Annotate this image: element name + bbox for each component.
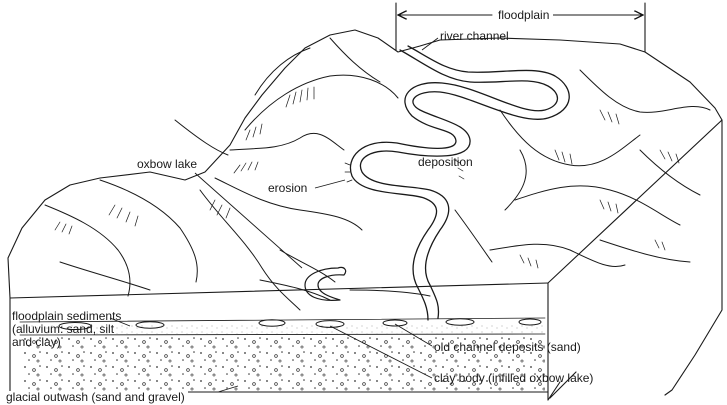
glacial-outwash-label: glacial outwash (sand and gravel) — [6, 391, 188, 404]
erosion-label: erosion — [268, 182, 307, 195]
bluff-line — [230, 133, 344, 150]
bluff-line — [600, 240, 690, 262]
bluff-line — [45, 205, 130, 296]
bluff-line — [500, 110, 640, 166]
bluff-line — [505, 150, 526, 210]
river-channel-label: river channel — [440, 30, 509, 43]
floodplain-sediments-label: floodplain sediments (alluvium: sand, si… — [12, 310, 132, 349]
clay-body-label: clay body (infilled oxbow lake) — [434, 372, 593, 385]
floodplain-label: floodplain — [494, 9, 553, 22]
bluff-line — [60, 262, 150, 290]
river-channel-leader — [422, 38, 438, 50]
river-channel — [360, 46, 569, 318]
block-top-front-edge — [10, 283, 548, 298]
bluff-line — [245, 75, 398, 130]
bluff-line — [515, 186, 680, 225]
bluff-line — [350, 290, 430, 296]
deposition-label: deposition — [418, 156, 473, 169]
bluff-line — [455, 210, 492, 262]
block-right-edge — [548, 120, 722, 283]
oxbow-lake-label: oxbow lake — [137, 158, 197, 171]
bluff-line — [490, 244, 625, 266]
bluff-line — [175, 120, 228, 155]
river-channel-bank — [350, 50, 557, 320]
old-channel-deposits-label: old channel deposits (sand) — [434, 341, 581, 354]
oxbow-lake — [305, 267, 346, 300]
bluff-line — [580, 70, 710, 112]
bluff-line — [100, 180, 197, 282]
erosion-leader — [315, 180, 345, 188]
